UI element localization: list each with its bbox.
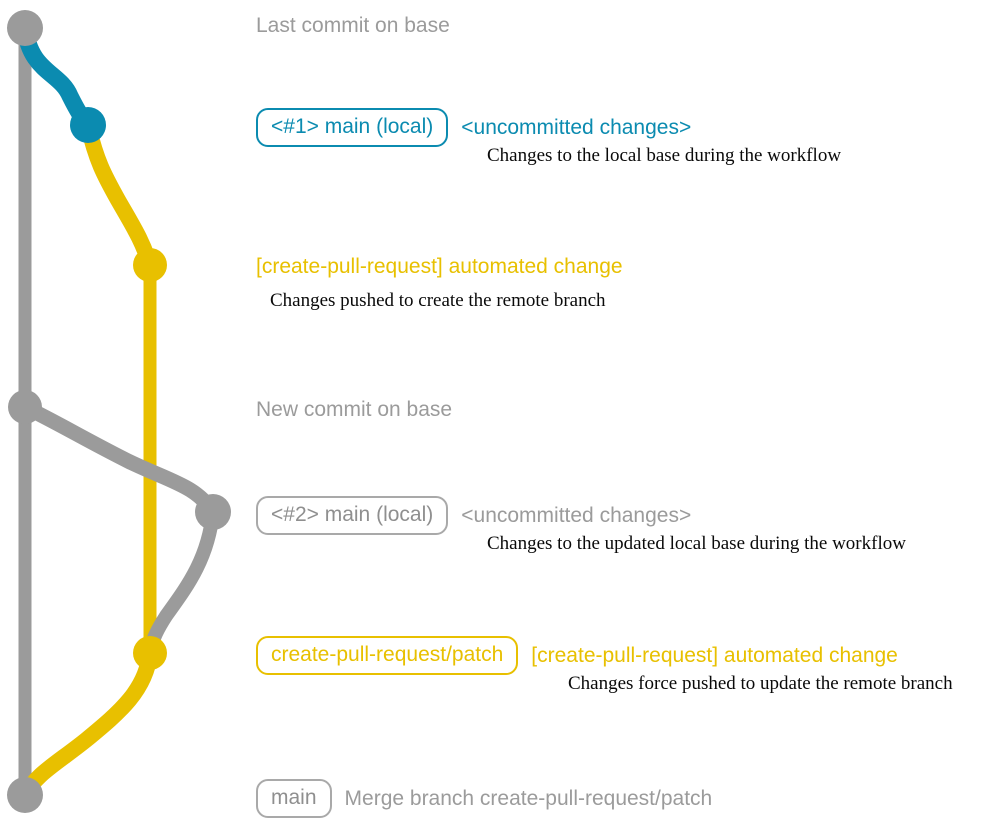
- row-local-commit-2: <#2> main (local) <uncommitted changes>: [256, 496, 691, 535]
- edge-remote2-to-merge: [17, 645, 158, 803]
- commit-node-base-last[interactable]: [7, 10, 43, 46]
- branch-pill-main[interactable]: main: [256, 779, 332, 818]
- edge-basenew-to-local2: [17, 399, 221, 520]
- edge-local2-to-remote2: [143, 505, 220, 660]
- row-remote-commit-2: create-pull-request/patch [create-pull-r…: [256, 636, 898, 675]
- branch-pill-remote-2[interactable]: create-pull-request/patch: [256, 636, 519, 675]
- git-graph: [7, 10, 231, 813]
- headline-remote-commit-1: [create-pull-request] automated change: [256, 255, 623, 278]
- note-remote-commit-2: Changes force pushed to update the remot…: [568, 673, 953, 694]
- commit-node-local-2[interactable]: [195, 494, 231, 530]
- commit-node-base-new[interactable]: [8, 390, 42, 424]
- row-merge-commit: main Merge branch create-pull-request/pa…: [256, 779, 712, 818]
- note-local-commit-1: Changes to the local base during the wor…: [487, 145, 842, 166]
- edge-local1-to-remote1: [80, 117, 158, 273]
- branch-pill-local-1[interactable]: <#1> main (local): [256, 108, 449, 147]
- commit-node-local-1[interactable]: [70, 107, 106, 143]
- commit-subject-remote-2: [create-pull-request] automated change: [531, 643, 898, 667]
- note-remote-commit-1: Changes pushed to create the remote bran…: [270, 290, 606, 311]
- commit-node-base-merge[interactable]: [7, 777, 43, 813]
- commit-node-remote-2[interactable]: [133, 636, 167, 670]
- commit-subject-local-1: <uncommitted changes>: [461, 115, 692, 139]
- commit-subject-local-2: <uncommitted changes>: [461, 503, 692, 527]
- branch-pill-local-2[interactable]: <#2> main (local): [256, 496, 449, 535]
- headline-last-commit-on-base: Last commit on base: [256, 14, 450, 37]
- commit-subject-merge: Merge branch create-pull-request/patch: [344, 786, 713, 810]
- commit-node-remote-1[interactable]: [133, 248, 167, 282]
- row-local-commit-1: <#1> main (local) <uncommitted changes>: [256, 108, 691, 147]
- headline-new-commit-on-base: New commit on base: [256, 398, 453, 421]
- note-local-commit-2: Changes to the updated local base during…: [487, 533, 906, 554]
